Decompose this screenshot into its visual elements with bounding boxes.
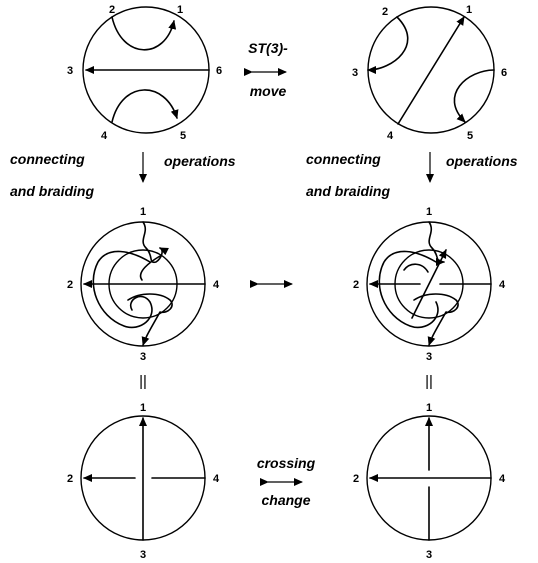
arc-6-to-5: [453, 69, 495, 123]
arc-4-to-5: [111, 89, 179, 123]
point-label-2: 2: [353, 279, 359, 291]
point-label-6: 6: [501, 67, 507, 79]
point-label-3: 3: [140, 351, 146, 363]
crossing-change-label: crossing change: [257, 455, 316, 508]
point-label-3: 3: [426, 549, 432, 561]
chord-4-to-1: [397, 16, 465, 125]
operations-label-right: connecting operations and braiding: [306, 151, 518, 199]
point-label-1: 1: [426, 206, 432, 218]
and-braiding-label: and braiding: [10, 183, 94, 199]
braided-strand-inner: [139, 255, 161, 281]
point-label-2: 2: [353, 473, 359, 485]
point-label-2: 2: [382, 6, 388, 18]
equals-sign-left: ||: [139, 373, 147, 390]
top-left-diagram: 1 2 3 4 5 6: [67, 4, 222, 142]
operations-label: operations: [446, 153, 518, 169]
point-label-1: 1: [466, 4, 472, 16]
bottom-right-diagram: 1 2 3 4: [353, 402, 506, 561]
st3-label-line1: ST(3)-: [248, 40, 288, 56]
equals-sign-right: ||: [425, 373, 433, 390]
arc-2-to-3: [367, 16, 409, 74]
point-label-4: 4: [499, 473, 506, 485]
point-label-4: 4: [387, 130, 394, 142]
braided-strand-bottom: [413, 293, 459, 346]
point-label-3: 3: [67, 65, 73, 77]
point-label-4: 4: [213, 473, 220, 485]
arc-2-to-1: [111, 16, 177, 51]
operations-label: operations: [164, 153, 236, 169]
point-label-1: 1: [140, 206, 146, 218]
braided-strand-top: [428, 221, 445, 266]
connecting-label: connecting: [10, 151, 85, 167]
point-label-2: 2: [67, 279, 73, 291]
point-label-4: 4: [213, 279, 220, 291]
braided-strand-bottom: [127, 293, 173, 346]
st3-move-label: ST(3)- move: [244, 40, 288, 99]
point-label-2: 2: [67, 473, 73, 485]
point-label-6: 6: [216, 65, 222, 77]
point-label-3: 3: [352, 67, 358, 79]
connecting-label: connecting: [306, 151, 381, 167]
middle-left-diagram: 1 2 3 4: [67, 206, 220, 363]
point-label-4: 4: [499, 279, 506, 291]
braided-strand-loop: [92, 250, 153, 329]
point-label-3: 3: [140, 549, 146, 561]
point-label-1: 1: [426, 402, 432, 414]
point-label-1: 1: [177, 4, 183, 16]
crossing-label: crossing: [257, 455, 316, 471]
point-label-3: 3: [426, 351, 432, 363]
point-label-5: 5: [180, 130, 186, 142]
point-label-4: 4: [101, 130, 108, 142]
st3-label-line2: move: [250, 83, 287, 99]
change-label: change: [261, 492, 310, 508]
point-label-5: 5: [467, 130, 473, 142]
bottom-left-diagram: 1 2 3 4: [67, 402, 220, 561]
point-label-1: 1: [140, 402, 146, 414]
operations-label-left: connecting operations and braiding: [10, 151, 236, 199]
point-label-2: 2: [109, 4, 115, 16]
and-braiding-label: and braiding: [306, 183, 390, 199]
middle-right-diagram: 1 2 3 4: [353, 206, 506, 363]
braided-strand-inner: [403, 263, 429, 273]
braided-strand-loop: [378, 250, 439, 329]
top-right-diagram: 1 2 3 4 5 6: [352, 4, 507, 142]
braided-strand-top: [142, 221, 169, 264]
